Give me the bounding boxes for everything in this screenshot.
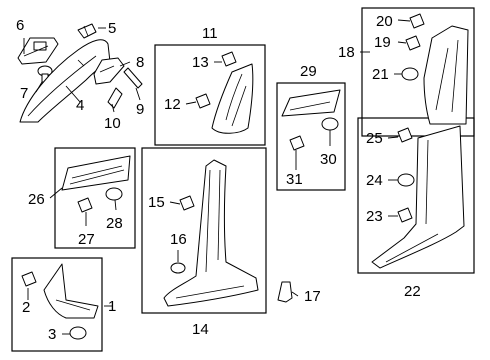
leader-lines [23,19,411,335]
part-25-clip [397,127,413,143]
callout-28: 28 [106,215,123,232]
part-11-b-pillar-upper [211,63,254,134]
part-4-pillar-trim [19,39,111,123]
callout-15: 15 [148,194,165,211]
group-box-1 [11,257,103,352]
part-20-clip [409,13,425,29]
callout-19: 19 [374,34,391,51]
part-15-clip [179,195,195,211]
callout-1: 1 [108,298,116,315]
callout-6: 6 [16,17,24,34]
callout-4: 4 [76,97,84,114]
callout-24: 24 [366,172,383,189]
part-9-tube [123,67,143,89]
part-18-c-pillar-upper [423,25,469,125]
callout-12: 12 [164,96,181,113]
callout-27: 27 [78,231,95,248]
group-box-29 [276,82,346,191]
group-box-14 [141,147,267,314]
callout-30: 30 [320,151,337,168]
part-22-c-pillar-lower [371,125,465,269]
part-28-fastener [105,187,123,201]
callout-23: 23 [366,208,383,225]
part-10-clip [107,87,123,109]
group-box-22 [357,117,475,274]
callout-20: 20 [376,13,393,30]
part-24-fastener [397,173,415,187]
part-1-lower-trim [43,263,99,319]
part-23-clip [397,207,413,223]
callout-26: 26 [28,191,45,208]
callout-2: 2 [22,299,30,316]
part-27-clip [77,197,93,213]
callout-8: 8 [136,54,144,71]
callout-14: 14 [192,321,209,338]
callout-18: 18 [338,44,355,61]
part-14-b-pillar-lower [163,159,259,307]
callout-7: 7 [20,85,28,102]
part-19-clip [405,35,421,51]
part-5-clip [77,23,97,39]
part-3-fastener [69,326,87,340]
part-8-strap [93,57,125,85]
callout-31: 31 [286,171,303,188]
part-26-scuff-plate [61,155,131,191]
part-31-clip [289,135,305,151]
part-17-clip [277,281,293,303]
group-box-26 [54,147,136,249]
part-30-fastener [321,117,339,131]
callout-3: 3 [48,326,56,343]
callout-13: 13 [192,54,209,71]
group-box-11 [154,44,266,146]
callout-25: 25 [366,130,383,147]
callout-22: 22 [404,283,421,300]
callout-29: 29 [300,63,317,80]
part-16-fastener [170,262,186,274]
callout-9: 9 [136,101,144,118]
callout-21: 21 [372,66,389,83]
callout-5: 5 [108,20,116,37]
part-12-clip [195,93,211,109]
part-6-clip [17,37,59,65]
part-13-clip [221,51,237,67]
callout-10: 10 [104,115,121,132]
callout-17: 17 [304,288,321,305]
part-2-clip [21,271,37,287]
callout-11: 11 [202,25,218,42]
part-21-fastener [401,67,419,81]
part-7-fastener [37,65,53,83]
group-box-18 [361,7,475,137]
callout-16: 16 [170,231,187,248]
part-29-scuff-plate [281,89,341,117]
